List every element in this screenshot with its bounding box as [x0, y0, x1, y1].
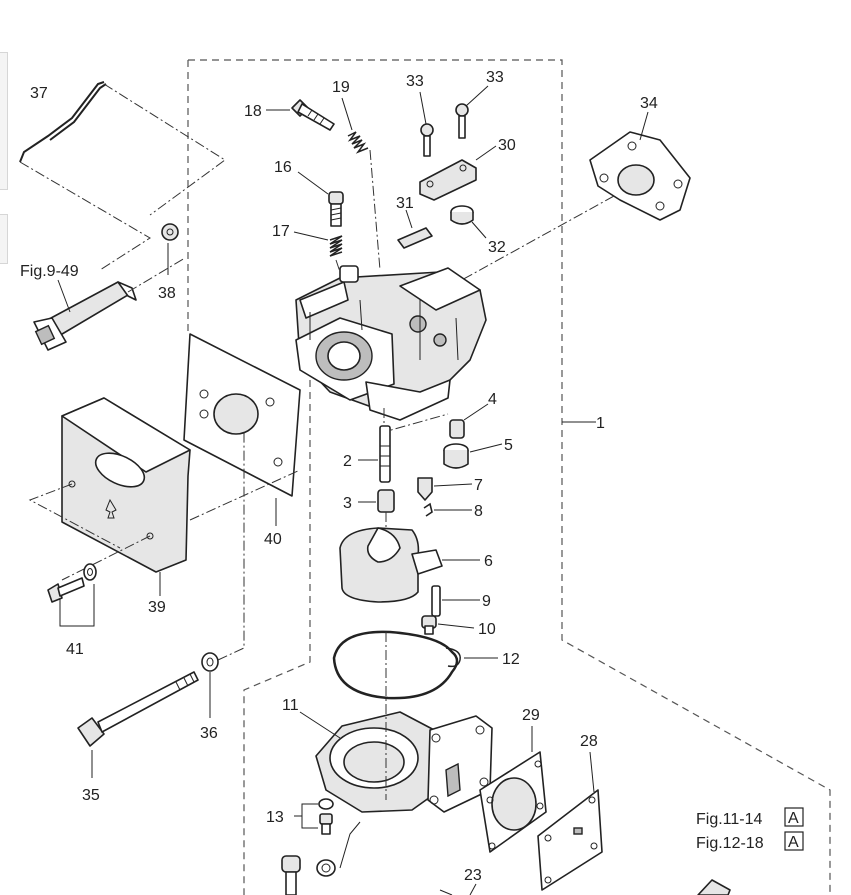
ref-box-a-upper — [784, 807, 804, 827]
label-part-31: 31 — [396, 195, 414, 212]
label-part-33-left: 33 — [406, 73, 424, 90]
assembly-boundary-upper — [187, 59, 831, 895]
label-part-1: 1 — [596, 415, 605, 432]
main-jet-3 — [358, 489, 395, 530]
plate-30 — [419, 145, 497, 201]
label-part-39: 39 — [148, 599, 166, 616]
label-part-34: 34 — [640, 95, 658, 112]
spring-19 — [341, 97, 381, 271]
screws-33 — [419, 85, 489, 157]
ref-fig-11-14: Fig.11-14 — [696, 811, 763, 828]
label-part-12: 12 — [502, 651, 520, 668]
label-part-36: 36 — [200, 725, 218, 742]
ref-box-a-lower-letter: A — [788, 834, 799, 851]
label-part-29: 29 — [522, 707, 540, 724]
throttle-shaft-ref — [33, 257, 186, 351]
label-part-23: 23 — [464, 867, 482, 884]
needle-valve-7 — [417, 477, 473, 501]
clip-8 — [423, 502, 472, 517]
label-part-13: 13 — [266, 809, 284, 826]
label-part-16: 16 — [274, 159, 292, 176]
label-part-8: 8 — [474, 503, 483, 520]
main-nozzle-2 — [358, 425, 391, 483]
drain-screw-13 — [294, 798, 334, 835]
ref-fig-9-49: Fig.9-49 — [20, 263, 79, 280]
label-part-5: 5 — [504, 437, 513, 454]
pilot-jet-4 — [449, 403, 489, 439]
label-part-4: 4 — [488, 391, 497, 408]
label-part-40: 40 — [264, 531, 282, 548]
plug-5 — [443, 443, 503, 469]
float-6 — [339, 527, 480, 603]
label-part-10: 10 — [478, 621, 496, 638]
label-part-33-right: 33 — [486, 69, 504, 86]
ref-fig-12-18: Fig.12-18 — [696, 835, 764, 852]
label-part-18: 18 — [244, 103, 262, 120]
label-part-9: 9 — [482, 593, 491, 610]
label-part-35: 35 — [82, 787, 100, 804]
float-chamber-11 — [299, 632, 493, 813]
float-pin-9 — [431, 585, 480, 617]
silencer-39 — [28, 397, 301, 596]
screw-41 — [47, 563, 97, 627]
nut-38 — [161, 223, 179, 275]
label-part-17: 17 — [272, 223, 290, 240]
label-part-30: 30 — [498, 137, 516, 154]
cover-28 — [537, 751, 603, 891]
label-part-6: 6 — [484, 553, 493, 570]
screw-18 — [266, 99, 335, 131]
drain-plug-23 — [281, 821, 477, 895]
link-wire-37 — [19, 81, 226, 271]
label-part-3: 3 — [343, 495, 352, 512]
screw-16 — [297, 171, 344, 227]
cap-32 — [450, 205, 487, 239]
label-part-38: 38 — [158, 285, 176, 302]
label-part-37: 37 — [30, 85, 48, 102]
gasket-29 — [479, 726, 547, 853]
corner-part-fragment — [697, 879, 731, 895]
label-part-32: 32 — [488, 239, 506, 256]
washer-36 — [201, 430, 245, 718]
left-edge-tab-upper — [0, 52, 8, 190]
screw-10 — [421, 615, 475, 635]
left-edge-tab-lower — [0, 214, 8, 264]
bolt-35 — [77, 671, 199, 778]
spring-17 — [293, 231, 343, 273]
gasket-31 — [397, 209, 433, 249]
plate-40 — [183, 333, 301, 526]
label-part-2: 2 — [343, 453, 352, 470]
label-part-19: 19 — [332, 79, 350, 96]
gasket-12 — [332, 630, 498, 700]
label-part-28: 28 — [580, 733, 598, 750]
label-part-41: 41 — [66, 641, 84, 658]
label-part-11: 11 — [282, 697, 299, 714]
label-part-7: 7 — [474, 477, 483, 494]
gasket-34 — [439, 111, 691, 293]
ref-box-a-lower — [784, 831, 804, 851]
carburetor-body — [295, 265, 487, 433]
ref-box-a-upper-letter: A — [788, 810, 799, 827]
